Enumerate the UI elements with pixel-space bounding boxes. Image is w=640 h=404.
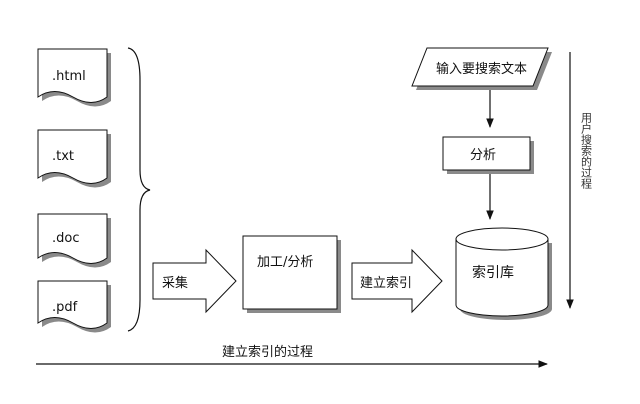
process-label: 加工/分析 [257, 255, 313, 270]
document-txt-label: .txt [52, 149, 74, 164]
index-store-label: 索引库 [472, 264, 514, 281]
analyze-label: 分析 [470, 148, 496, 163]
index-store-cylinder: 索引库 [455, 227, 552, 320]
document-txt-shape [37, 129, 108, 184]
process-box-shape [242, 235, 338, 310]
document-pdf-label: .pdf [52, 300, 78, 315]
document-txt: .txt [37, 129, 111, 188]
document-doc-shape [37, 213, 108, 264]
document-html: .html [37, 48, 111, 107]
collect-arrow: 采集 [152, 248, 237, 314]
build-index-arrow-shape [351, 248, 443, 314]
document-html-shape [37, 48, 108, 103]
index-store-top [455, 227, 549, 251]
indexing-label: 建立索引的过程 [222, 344, 313, 360]
build-index-label: 建立索引 [360, 276, 412, 291]
index-store-body [455, 239, 549, 317]
user-search-label: 用户搜索的过程 [580, 112, 593, 190]
document-doc-label: .doc [52, 231, 80, 246]
build-index-arrow: 建立索引 [351, 248, 443, 314]
search-input-shape: 输入要搜索文本 [411, 47, 552, 90]
document-doc: .doc [37, 213, 111, 268]
analyze-box-shape [442, 136, 531, 171]
collect-arrow-shape [152, 248, 237, 314]
process-box: 加工/分析 [242, 235, 341, 313]
collect-label: 采集 [162, 275, 188, 291]
document-pdf-shape [37, 280, 108, 329]
analyze-box: 分析 [442, 136, 534, 174]
search-input-label: 输入要搜索文本 [436, 61, 527, 77]
documents-brace [127, 47, 151, 332]
search-input-body [411, 47, 549, 87]
document-html-label: .html [52, 69, 86, 84]
document-pdf: .pdf [37, 280, 111, 333]
